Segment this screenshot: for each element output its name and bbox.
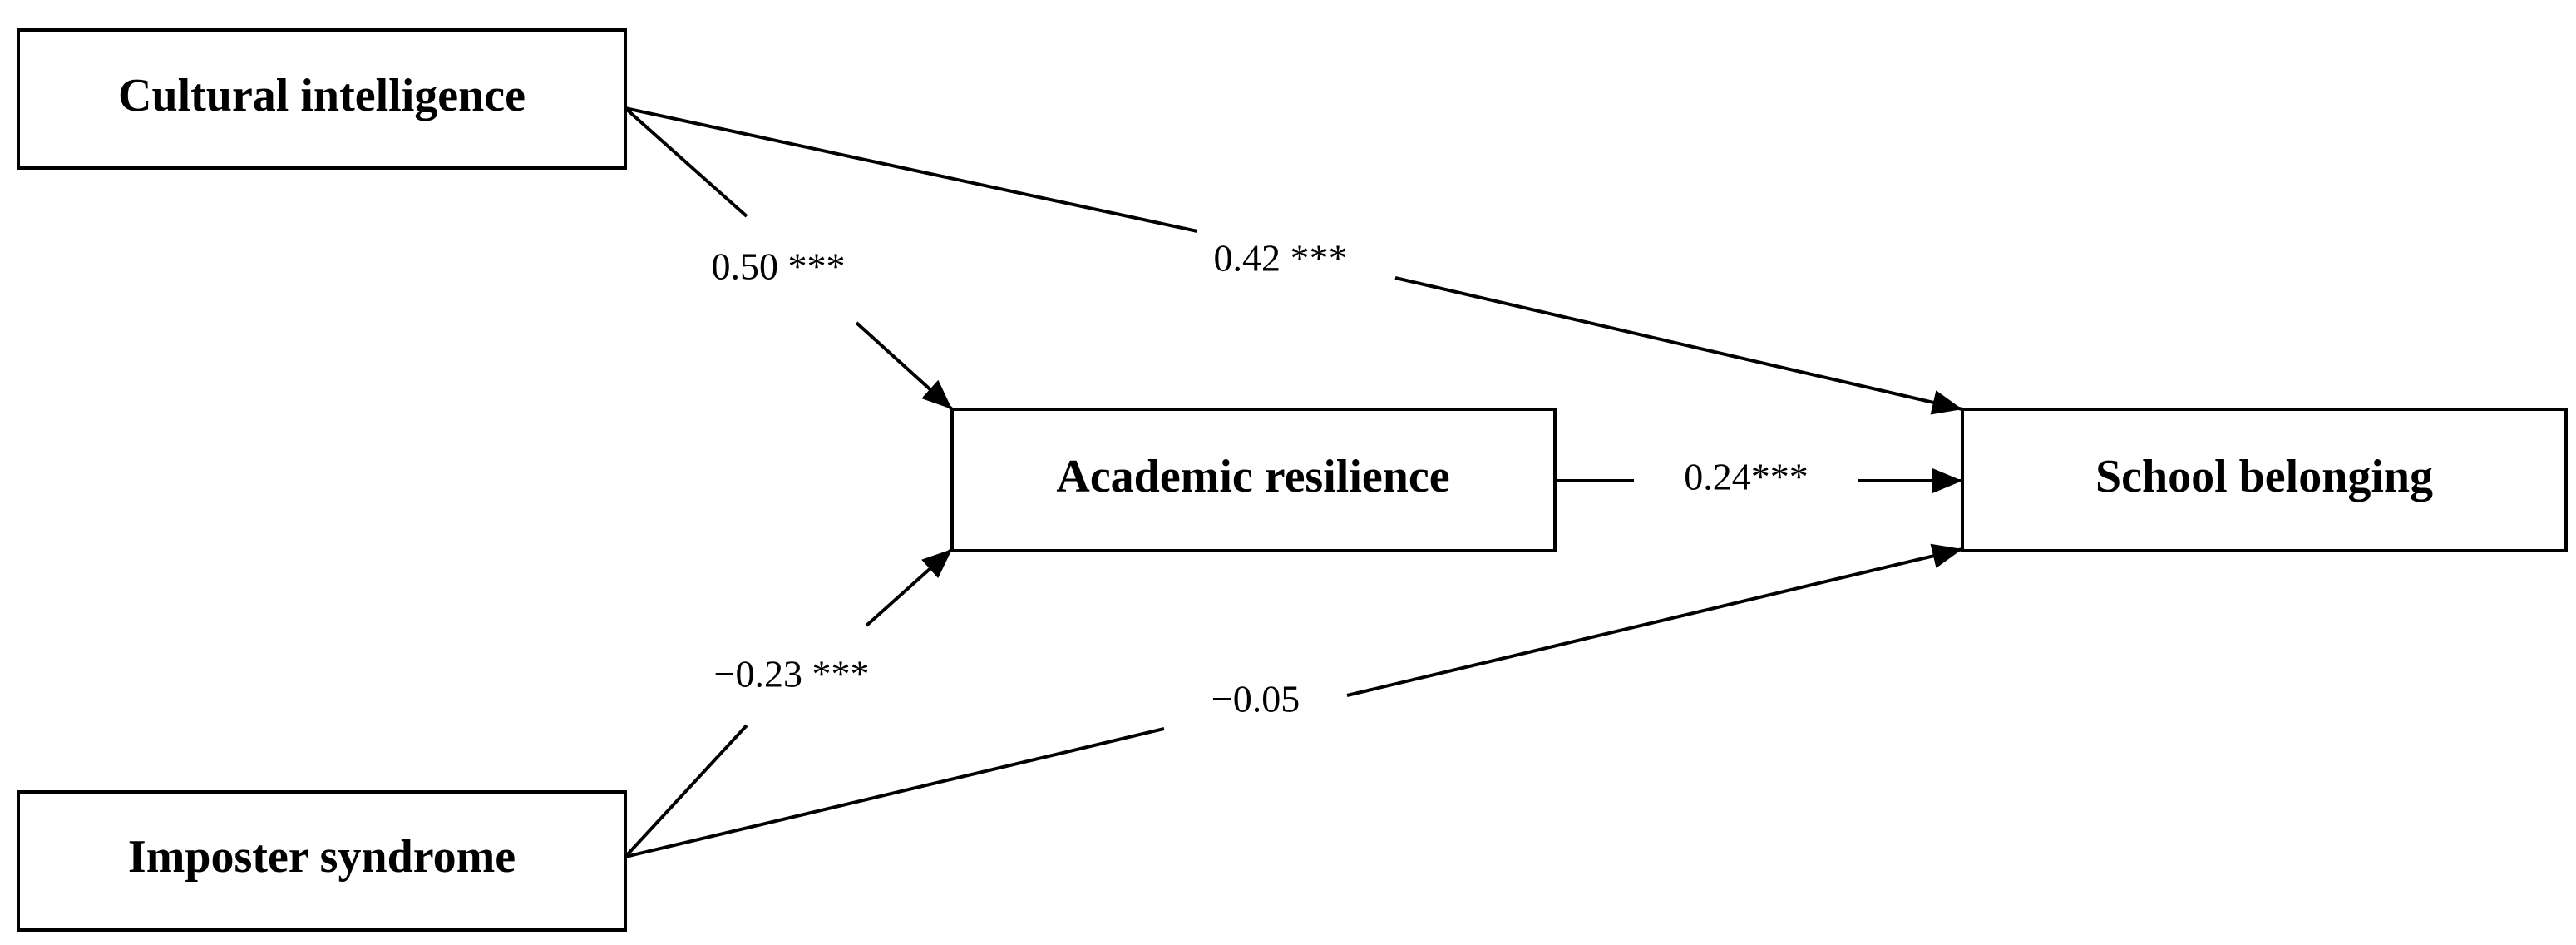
node-label-school-belonging: School belonging (2095, 451, 2433, 502)
edge-ci-to-ar-upper (624, 106, 748, 218)
node-cultural-intelligence: Cultural intelligence (17, 28, 627, 170)
path-coefficient-is-to-ar: −0.23 *** (714, 653, 870, 695)
node-academic-resilience: Academic resilience (950, 408, 1557, 552)
node-label-academic-resilience: Academic resilience (1056, 451, 1449, 502)
edge-is-to-ar-lower (624, 724, 748, 858)
node-imposter-syndrome: Imposter syndrome (17, 790, 627, 932)
edge-ci-to-ar-lower (855, 321, 954, 411)
path-coefficient-ci-to-ar: 0.50 *** (712, 245, 846, 288)
path-coefficient-ar-to-sb: 0.24*** (1684, 456, 1809, 498)
edge-is-to-sb-upper (1346, 543, 1963, 697)
edge-ci-to-sb-upper (624, 106, 1198, 233)
node-label-cultural-intelligence: Cultural intelligence (118, 70, 526, 121)
path-coefficient-ci-to-sb: 0.42 *** (1214, 237, 1348, 280)
edge-is-to-sb-lower (624, 727, 1165, 858)
path-coefficient-is-to-sb: −0.05 (1212, 678, 1300, 720)
node-school-belonging: School belonging (1961, 408, 2568, 552)
edge-is-to-ar-upper (865, 547, 954, 627)
node-label-imposter-syndrome: Imposter syndrome (128, 831, 516, 883)
edge-ci-to-sb-lower (1394, 276, 1963, 415)
